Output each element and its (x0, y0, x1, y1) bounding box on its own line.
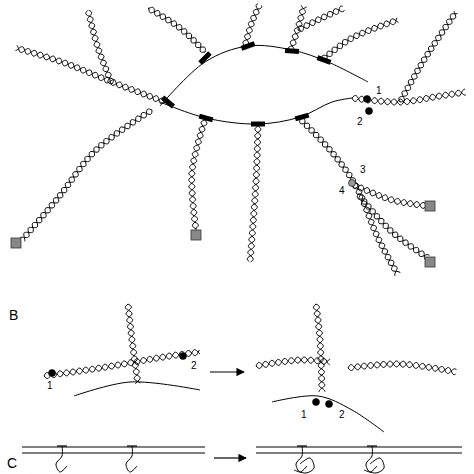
filament-strand (322, 19, 399, 60)
filament-strand (189, 120, 207, 229)
actin-filament (189, 120, 207, 229)
process-arrow (214, 457, 246, 458)
junction-bar (285, 48, 299, 54)
thin-line (294, 458, 314, 473)
callout-number: 1 (46, 381, 54, 391)
marker-dot (364, 96, 371, 103)
marker-dot (326, 401, 333, 408)
filament-strand (399, 11, 456, 102)
filament-strand (400, 14, 457, 102)
filament-strand (243, 4, 259, 46)
filament-strand (149, 8, 205, 53)
filament-strand (314, 304, 325, 392)
junction-bar (199, 114, 214, 122)
cap-square (425, 257, 435, 267)
callout-number: 2 (356, 117, 364, 127)
actin-filament (247, 126, 261, 262)
actin-filament (125, 304, 140, 384)
thin-line (296, 446, 307, 472)
filament-strand (86, 10, 114, 84)
cap-square (11, 238, 21, 248)
filament-strand (148, 7, 205, 52)
filament-strand (352, 90, 466, 105)
filament-strand (348, 361, 456, 375)
filament-strand (358, 194, 429, 257)
thin-line (126, 446, 137, 472)
filament-strand (24, 110, 152, 241)
actin-filament (348, 361, 456, 375)
cap-square (191, 230, 201, 240)
cap-square (425, 201, 435, 211)
filament-strand (20, 109, 152, 238)
actin-filament (352, 89, 466, 105)
callout-number: 1 (300, 410, 308, 420)
actin-filament (322, 18, 399, 61)
panel-letter: C (6, 456, 18, 470)
filament-strand (288, 7, 307, 52)
actin-filament (20, 109, 152, 241)
filament-strand (44, 350, 199, 378)
marker-dot (49, 370, 56, 377)
callout-number: 2 (190, 361, 198, 371)
process-arrow (210, 371, 244, 372)
actin-filament (298, 6, 344, 31)
filament-strand (248, 126, 261, 262)
callout-number: 2 (338, 410, 346, 420)
junction-bar (241, 41, 256, 50)
actin-filament (148, 7, 205, 52)
actin-filament (243, 4, 262, 46)
filament-strand (348, 361, 456, 373)
filament-strand (298, 9, 344, 30)
thin-line (366, 446, 377, 472)
thin-line (256, 453, 462, 454)
junction-bar (317, 55, 332, 64)
filament-strand (17, 45, 165, 102)
panel-letter: B (8, 308, 19, 322)
actin-filament (313, 304, 325, 392)
thin-line (256, 447, 462, 448)
thin-line (364, 458, 384, 473)
thin-line (22, 453, 205, 454)
callout-number: 4 (338, 186, 346, 196)
marker-dot (366, 108, 373, 115)
filament-strand (87, 10, 112, 84)
thin-line (160, 98, 352, 124)
actin-filament (357, 194, 429, 260)
marker-dot (349, 180, 356, 187)
junction-bar (161, 96, 175, 109)
filament-strand (125, 304, 140, 384)
actin-filament (300, 119, 401, 276)
filament-strand (322, 18, 397, 61)
filament-strand (15, 47, 165, 104)
actin-filament (399, 11, 458, 102)
filament-strand (126, 304, 140, 383)
actin-filament (86, 10, 114, 84)
junction-bar (295, 113, 310, 121)
filament-strand (300, 119, 400, 273)
marker-dot (313, 399, 320, 406)
thin-line (22, 447, 205, 448)
junction-bar (251, 122, 265, 127)
actin-filament (15, 45, 165, 103)
marker-dot (180, 353, 187, 360)
filament-strand (352, 89, 465, 105)
junction-bar (198, 51, 211, 64)
actin-filament (44, 350, 200, 379)
filament-strand (44, 350, 200, 379)
filament-strand (313, 304, 325, 392)
thin-line (272, 396, 384, 432)
callout-number: 3 (359, 165, 367, 175)
filament-strand (247, 126, 260, 262)
callout-number: 1 (375, 86, 383, 96)
thin-line (56, 446, 67, 472)
thin-line (160, 45, 368, 106)
thin-line (74, 382, 200, 396)
